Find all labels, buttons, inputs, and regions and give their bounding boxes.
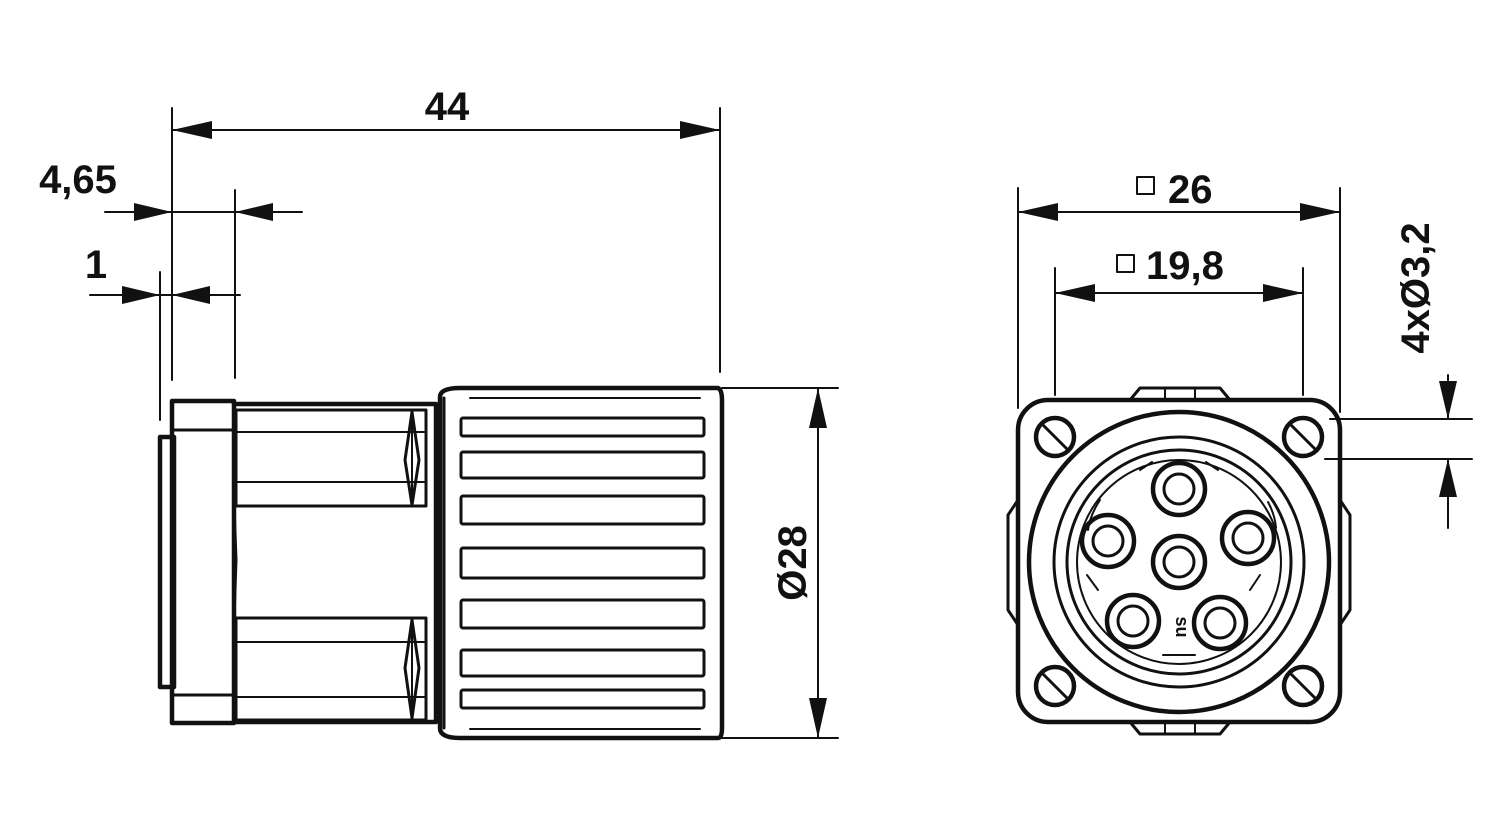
square-symbol-icon xyxy=(1136,176,1155,195)
insert-face xyxy=(1076,459,1282,665)
contact-center xyxy=(1150,533,1208,591)
arrow-right xyxy=(680,121,720,139)
dim-square-holes-label: 19,8 xyxy=(1146,244,1224,288)
dim-length-label: 44 xyxy=(425,85,470,129)
dim-square-outer-label: 26 xyxy=(1168,168,1213,212)
arrow-flange-left xyxy=(134,203,172,221)
contact-bottom-right xyxy=(1191,594,1249,652)
arrow-flange-right xyxy=(235,203,273,221)
coding-mark: su xyxy=(1172,616,1192,637)
dim-diameter-label: Ø28 xyxy=(771,525,815,601)
arrow-hole-top xyxy=(1439,381,1457,419)
middle-ring xyxy=(1052,435,1306,689)
knurl-rib xyxy=(459,648,706,678)
square-flange xyxy=(1015,397,1343,725)
knurl-rib xyxy=(459,688,706,710)
arrow-left xyxy=(172,121,212,139)
mounting-hole-top-right xyxy=(1281,415,1325,459)
knurl-rib xyxy=(459,494,706,526)
contact-left xyxy=(1079,512,1137,570)
latch-lower xyxy=(234,616,428,722)
mounting-hole-top-left xyxy=(1033,415,1077,459)
arrow-step-right xyxy=(172,286,210,304)
coupling-nut xyxy=(437,385,725,741)
dim-holes-label: 4xØ3,2 xyxy=(1394,222,1438,353)
square-symbol-icon xyxy=(1116,254,1135,273)
arrow-step-left xyxy=(122,286,160,304)
knurl-rib xyxy=(459,546,706,580)
mounting-hole-bottom-right xyxy=(1281,664,1325,708)
dim-step-label: 1 xyxy=(85,243,107,287)
mounting-hole-bottom-left xyxy=(1033,664,1077,708)
knurl-rib xyxy=(459,450,706,480)
contact-right xyxy=(1219,509,1277,567)
outer-ring xyxy=(1026,409,1332,715)
arrow-hole-bottom xyxy=(1439,459,1457,497)
knurl-rib xyxy=(459,598,706,630)
knurl-rib xyxy=(459,416,706,438)
insert-ring xyxy=(1065,448,1293,676)
latch-upper xyxy=(234,408,428,508)
front-view: 26 19,8 4xØ3,2 xyxy=(1006,168,1473,736)
side-view: 44 4,65 1 Ø28 xyxy=(39,85,839,741)
contact-bottom-left xyxy=(1104,592,1162,650)
dim-flange-label: 4,65 xyxy=(39,158,117,202)
housing xyxy=(231,401,439,725)
contact-top xyxy=(1150,460,1208,518)
arrow-diameter-bottom xyxy=(809,698,827,738)
flange xyxy=(169,398,237,726)
arrow-diameter-top xyxy=(809,388,827,428)
